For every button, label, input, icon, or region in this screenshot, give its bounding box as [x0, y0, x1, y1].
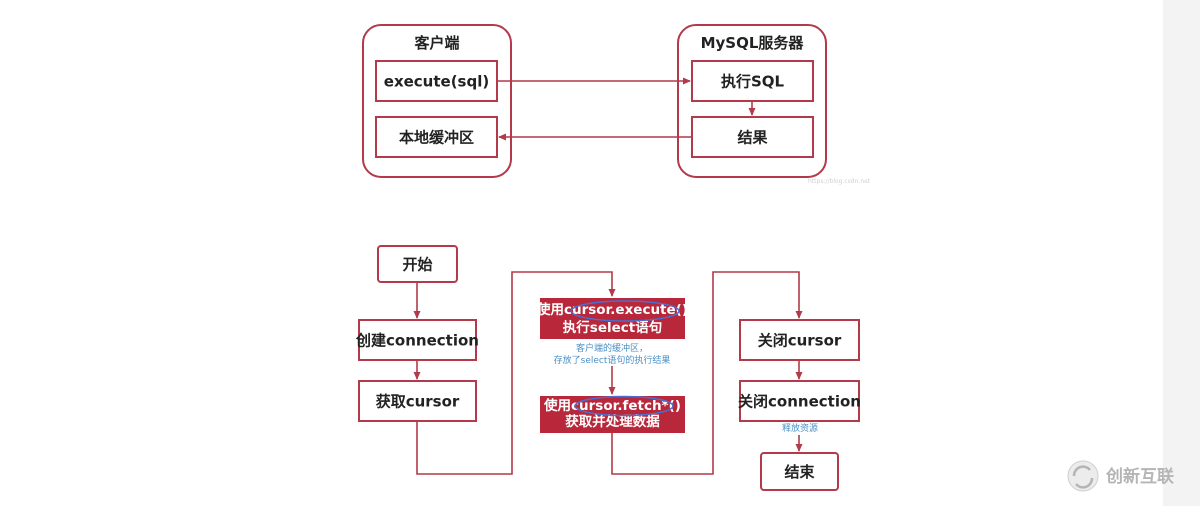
- execute-sql-box: [375, 60, 498, 102]
- result-box: [691, 116, 814, 158]
- right-margin-strip: [1163, 0, 1200, 506]
- server-title: MySQL服务器: [701, 34, 805, 52]
- get-cursor-node: 获取cursor: [358, 380, 477, 422]
- execute-sql-label: execute(sql): [384, 73, 489, 91]
- watermark: 创新互联: [1067, 460, 1174, 492]
- local-buffer-box: [375, 116, 498, 158]
- fetch-node: 使用cursor.fetch*() 获取并处理数据: [540, 395, 685, 433]
- local-buffer-label: 本地缓冲区: [399, 129, 474, 147]
- watermark-text: 创新互联: [1105, 466, 1174, 487]
- close-cursor-node: 关闭cursor: [739, 319, 860, 361]
- client-title: 客户端: [413, 34, 459, 52]
- get-cursor-label: 获取cursor: [376, 393, 460, 411]
- client-group: 客户端 execute(sql) 本地缓冲区: [362, 24, 512, 178]
- start-label: 开始: [402, 256, 432, 274]
- server-group: MySQL服务器 执行SQL 结果 https://blog.csdn.net: [677, 24, 871, 185]
- note-release: 释放资源: [782, 422, 818, 434]
- start-node: 开始: [377, 245, 458, 283]
- close-connection-label: 关闭connection: [738, 393, 861, 411]
- highlight-oval-fetch: [574, 395, 674, 417]
- close-connection-node: 关闭connection: [738, 380, 861, 422]
- note-buffer-1: 客户端的缓冲区，: [576, 342, 648, 354]
- highlight-oval-execute: [570, 300, 680, 322]
- result-label: 结果: [737, 129, 768, 147]
- end-label: 结束: [784, 463, 815, 481]
- exec-sql-label: 执行SQL: [721, 73, 785, 91]
- faint-credit: https://blog.csdn.net: [808, 178, 871, 185]
- create-connection-node: 创建connection: [355, 319, 479, 361]
- note-buffer-2: 存放了select语句的执行结果: [554, 354, 671, 366]
- fetch-line2: 获取并处理数据: [565, 413, 660, 430]
- execute-line1: 使用cursor.execute(): [536, 301, 688, 318]
- end-node: 结束: [760, 452, 839, 491]
- execute-line2: 执行select语句: [563, 319, 662, 336]
- close-cursor-label: 关闭cursor: [758, 332, 842, 350]
- connector-fetch-to-close-cursor: [611, 271, 803, 475]
- connector-cursor-to-execute: [416, 271, 616, 475]
- execute-node: 使用cursor.execute() 执行select语句: [536, 298, 688, 339]
- create-connection-label: 创建connection: [355, 332, 479, 350]
